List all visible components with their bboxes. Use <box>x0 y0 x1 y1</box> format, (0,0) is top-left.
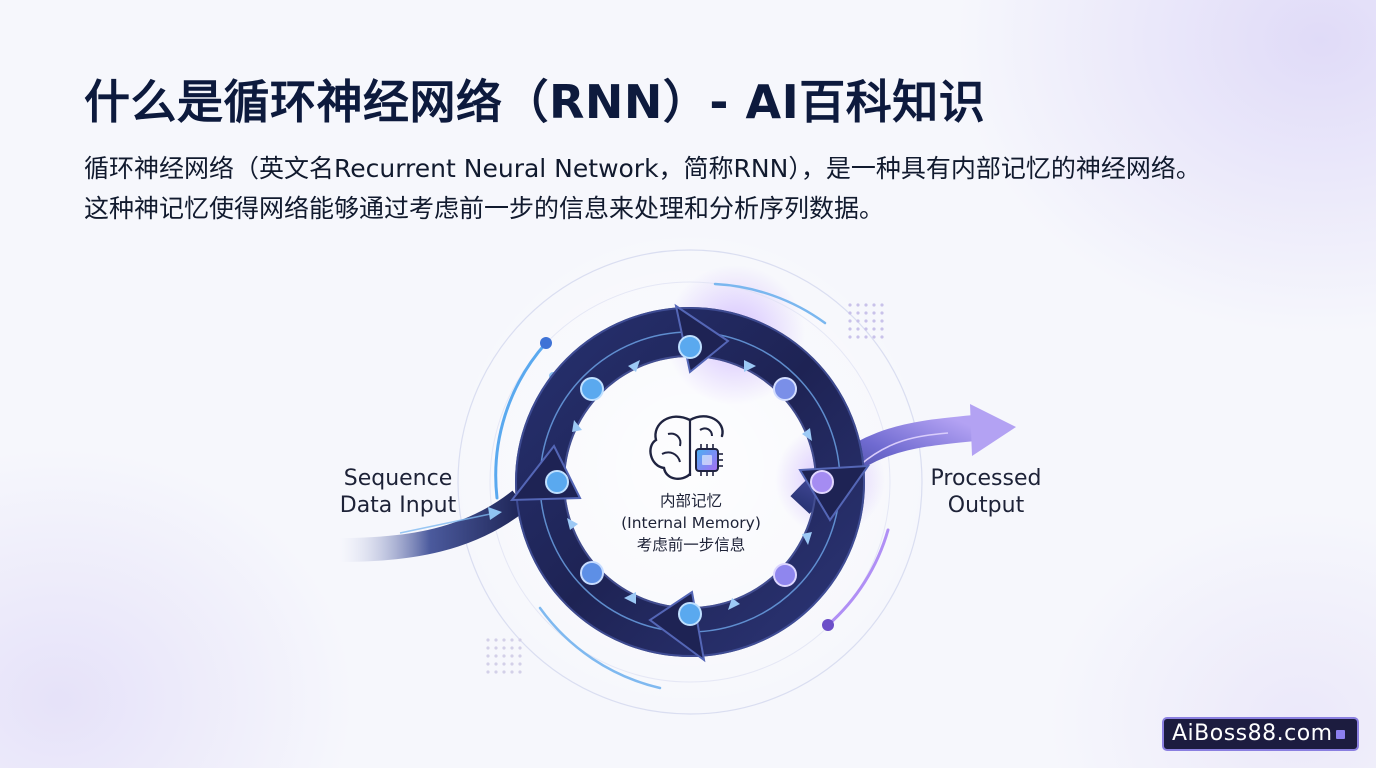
brand-square-icon <box>1336 730 1345 739</box>
description-line-1: 循环神经网络（英文名Recurrent Neural Network，简称RNN… <box>84 154 1201 183</box>
orbit-arc-bottom <box>538 606 662 690</box>
brain-chip-icon <box>649 415 724 480</box>
orbit-arc-blue-right <box>713 282 827 325</box>
outer-ring-2 <box>489 281 891 683</box>
page-title: 什么是循环神经网络（RNN）- AI百科知识 <box>84 75 986 129</box>
loop-nodes <box>545 335 834 626</box>
loop-node <box>580 561 604 585</box>
loop-node <box>810 470 834 494</box>
loop-node <box>773 563 797 587</box>
output-label-line-1: Processed <box>930 466 1042 491</box>
input-label-line-2: Data Input <box>339 493 457 518</box>
loop-node <box>678 602 702 626</box>
brand-text: AiBoss88.com <box>1172 721 1333 746</box>
input-arrowhead-small <box>488 507 502 520</box>
dot-grid-bottom-left <box>486 638 522 674</box>
output-label: Processed Output <box>916 465 1056 519</box>
input-stream <box>339 490 528 562</box>
description-line-2: 这种神记忆使得网络能够通过考虑前一步的信息来处理和分析序列数据。 <box>84 194 885 223</box>
flow-arrows <box>567 360 812 610</box>
orbit-dot <box>822 619 834 631</box>
loop-node <box>545 470 569 494</box>
loop-node <box>773 377 797 401</box>
memory-label-zh: 内部记忆 <box>659 492 722 510</box>
loop-node <box>678 335 702 359</box>
dot-grid-top-right <box>848 303 884 339</box>
memory-label-en: (Internal Memory) <box>621 514 761 532</box>
brand-badge[interactable]: AiBoss88.com <box>1162 717 1359 751</box>
outer-ring <box>457 249 923 715</box>
memory-label-desc: 考虑前一步信息 <box>636 536 746 554</box>
input-label: Sequence Data Input <box>328 465 468 519</box>
orbit-arc-blue <box>494 341 548 500</box>
orbit-arc-purple <box>826 528 890 627</box>
output-label-line-2: Output <box>947 493 1025 518</box>
orbit-dot <box>540 337 552 349</box>
loop-node <box>580 377 604 401</box>
input-label-line-1: Sequence <box>343 466 453 491</box>
output-arrowhead <box>970 404 1016 456</box>
internal-memory-label: 内部记忆 (Internal Memory) 考虑前一步信息 <box>588 490 794 556</box>
